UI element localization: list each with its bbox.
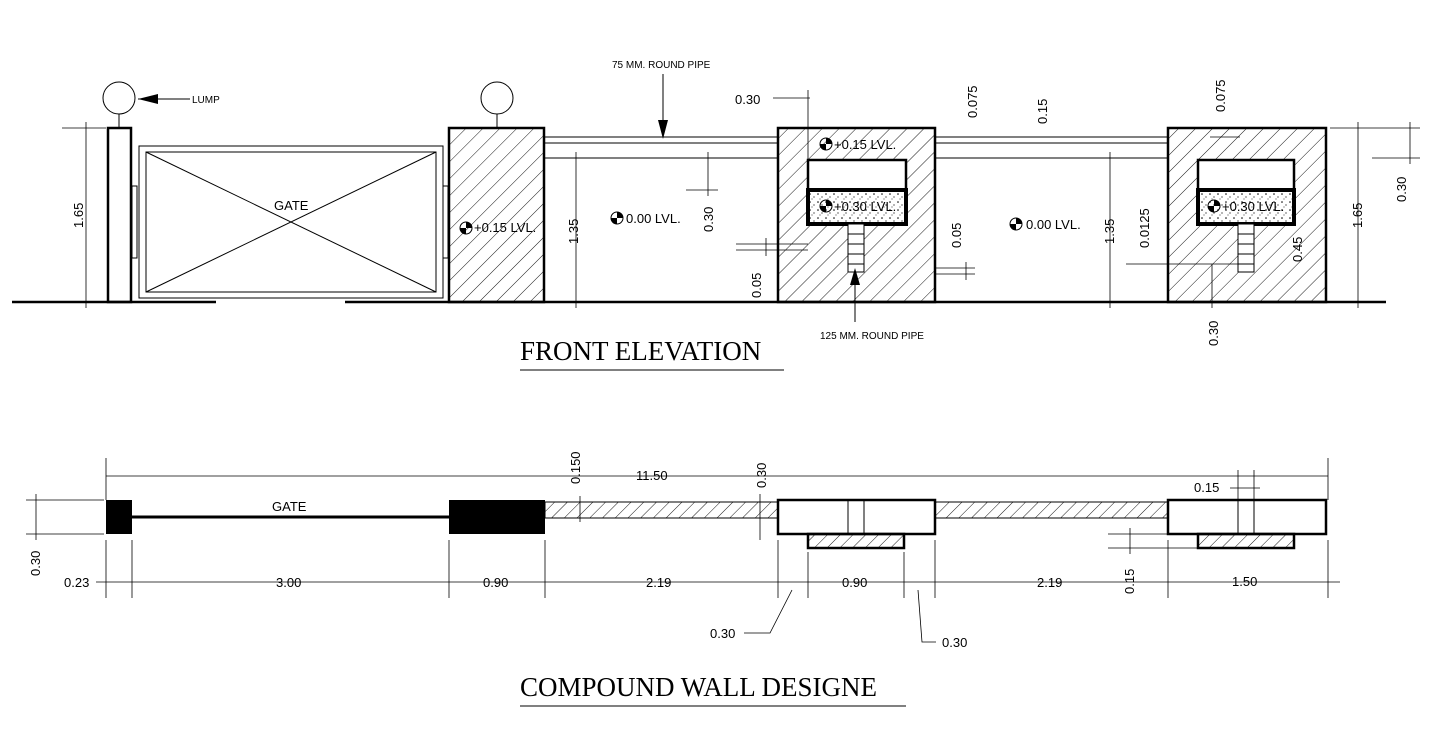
- dim-side-left: 0.30: [28, 551, 43, 576]
- gate-label-elevation: GATE: [274, 198, 309, 213]
- dim-pier-thk-top: 0.30: [754, 463, 769, 488]
- dim-top-0075-b: 0.075: [1213, 79, 1228, 112]
- dim-gap-small-left: 0.05: [749, 273, 764, 298]
- dim-top-015: 0.15: [1035, 99, 1050, 124]
- dim-pillar-height-left: 1.65: [71, 203, 86, 228]
- dim-seg-023: 0.23: [64, 575, 89, 590]
- level-pillar-right-box: +0.30 LVL.: [1222, 199, 1284, 214]
- level-pillar-mid-top: +0.15 LVL.: [834, 137, 896, 152]
- dim-overall: 11.50: [636, 468, 668, 483]
- plan-pillar-right: [1166, 498, 1328, 536]
- elevation-dimension-lines: [62, 90, 1420, 308]
- dim-leader-030-a: 0.30: [710, 626, 735, 641]
- dim-pillar-height-right: 1.65: [1350, 203, 1365, 228]
- compound-wall-plan: 11.50 GATE: [26, 451, 1340, 707]
- plan-dimension-lines: [26, 470, 1340, 643]
- dim-box-045: 0.45: [1290, 237, 1305, 262]
- dim-right-015-side: 0.15: [1122, 569, 1137, 594]
- dim-seg-090-a: 0.90: [483, 575, 508, 590]
- plan-plate-right: [1196, 532, 1296, 550]
- lump-label: LUMP: [192, 95, 220, 106]
- gate-post: [106, 126, 133, 304]
- pipe-top-arrow-icon: [658, 120, 668, 139]
- dim-rail-drop: 0.30: [701, 207, 716, 232]
- dim-seg-300: 3.00: [276, 575, 301, 590]
- plan-pillar-left: [449, 500, 545, 534]
- pillar-right: [1166, 126, 1328, 304]
- dim-top-0075-a: 0.075: [965, 85, 980, 118]
- compound-wall-title: COMPOUND WALL DESIGNE: [520, 672, 877, 702]
- level-pillar-mid-box: +0.30 LVL.: [834, 199, 896, 214]
- dim-seg-219-a: 2.19: [646, 575, 671, 590]
- dim-seg-090-b: 0.90: [842, 575, 867, 590]
- front-elevation: LUMP GATE 75 MM. ROUND PIPE: [12, 60, 1420, 371]
- dim-wall-height-right: 1.35: [1102, 219, 1117, 244]
- level-ground-left: 0.00 LVL.: [626, 211, 681, 226]
- pipe-top-label: 75 MM. ROUND PIPE: [612, 60, 711, 71]
- pipe-bottom-right: [1237, 223, 1255, 273]
- dim-wall-height-left: 1.35: [566, 219, 581, 244]
- dim-seg-150: 1.50: [1232, 574, 1257, 589]
- dim-wall-thk: 0.150: [568, 451, 583, 484]
- gate-label-plan: GATE: [272, 499, 307, 514]
- plan-post: [106, 500, 132, 534]
- lamp-left-icon: [102, 81, 136, 115]
- dim-leader-030-b: 0.30: [942, 635, 967, 650]
- front-elevation-title: FRONT ELEVATION: [520, 336, 761, 366]
- dim-right-030: 0.30: [1394, 177, 1409, 202]
- dim-right-015-top: 0.15: [1194, 480, 1219, 495]
- pipe-bottom-arrow-icon: [850, 268, 860, 285]
- dim-gap-small-right: 0.05: [949, 223, 964, 248]
- dim-seg-219-b: 2.19: [1037, 575, 1062, 590]
- lamp-right-icon: [480, 81, 514, 115]
- plan-plate-mid: [806, 532, 906, 550]
- dim-bottom-030: 0.30: [1206, 321, 1221, 346]
- gate-leaf: [131, 145, 449, 299]
- pipe-bottom-label: 125 MM. ROUND PIPE: [820, 331, 924, 342]
- plan-pillar-mid: [776, 498, 937, 536]
- level-pillar-left: +0.15 LVL.: [474, 220, 536, 235]
- level-marker-icon: [459, 137, 1221, 235]
- dim-depth-00125: 0.0125: [1137, 208, 1152, 248]
- level-ground-right: 0.00 LVL.: [1026, 217, 1081, 232]
- lump-arrow-icon: [138, 94, 158, 104]
- dim-top-offset: 0.30: [735, 92, 760, 107]
- pillar-mid: [776, 126, 937, 304]
